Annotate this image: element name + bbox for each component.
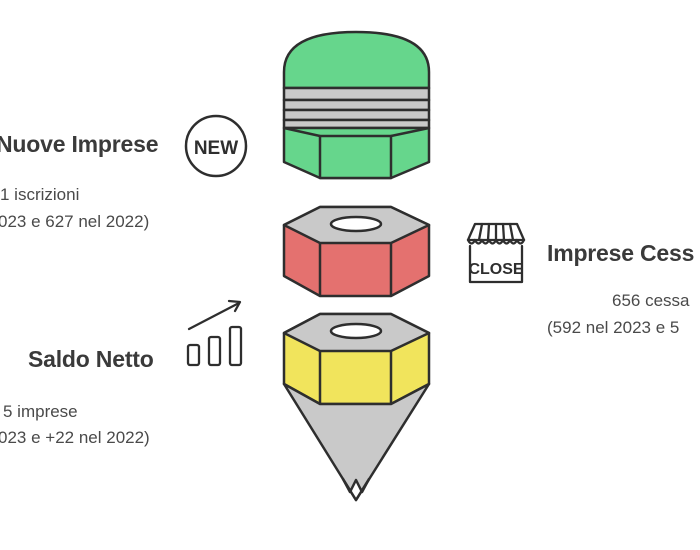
net-balance-line1: 5 imprese <box>3 402 78 421</box>
store-close-icon: CLOSE <box>466 222 526 284</box>
yellow-nut-segment <box>282 312 431 406</box>
net-balance-line2: 023 e +22 nel 2022) <box>0 428 150 447</box>
closed-companies-title: Imprese Cess <box>547 240 695 266</box>
new-companies-title: Nuove Imprese <box>0 131 159 157</box>
new-companies-line2: 023 e 627 nel 2022) <box>0 212 150 231</box>
red-nut-segment <box>282 205 431 298</box>
new-badge-text: NEW <box>194 138 238 159</box>
net-balance-title: Saldo Netto <box>28 346 154 372</box>
closed-companies-line2: (592 nel 2023 e 5 <box>547 318 680 337</box>
store-close-text: CLOSE <box>468 261 523 278</box>
closed-companies-line1: 656 cessa <box>612 291 690 310</box>
bar-chart-trend-icon <box>186 299 243 367</box>
new-companies-line1: 1 iscrizioni <box>0 185 80 204</box>
eraser-segment <box>282 30 431 180</box>
new-badge-icon: NEW <box>184 114 248 178</box>
pencil-tip-segment <box>282 382 431 502</box>
